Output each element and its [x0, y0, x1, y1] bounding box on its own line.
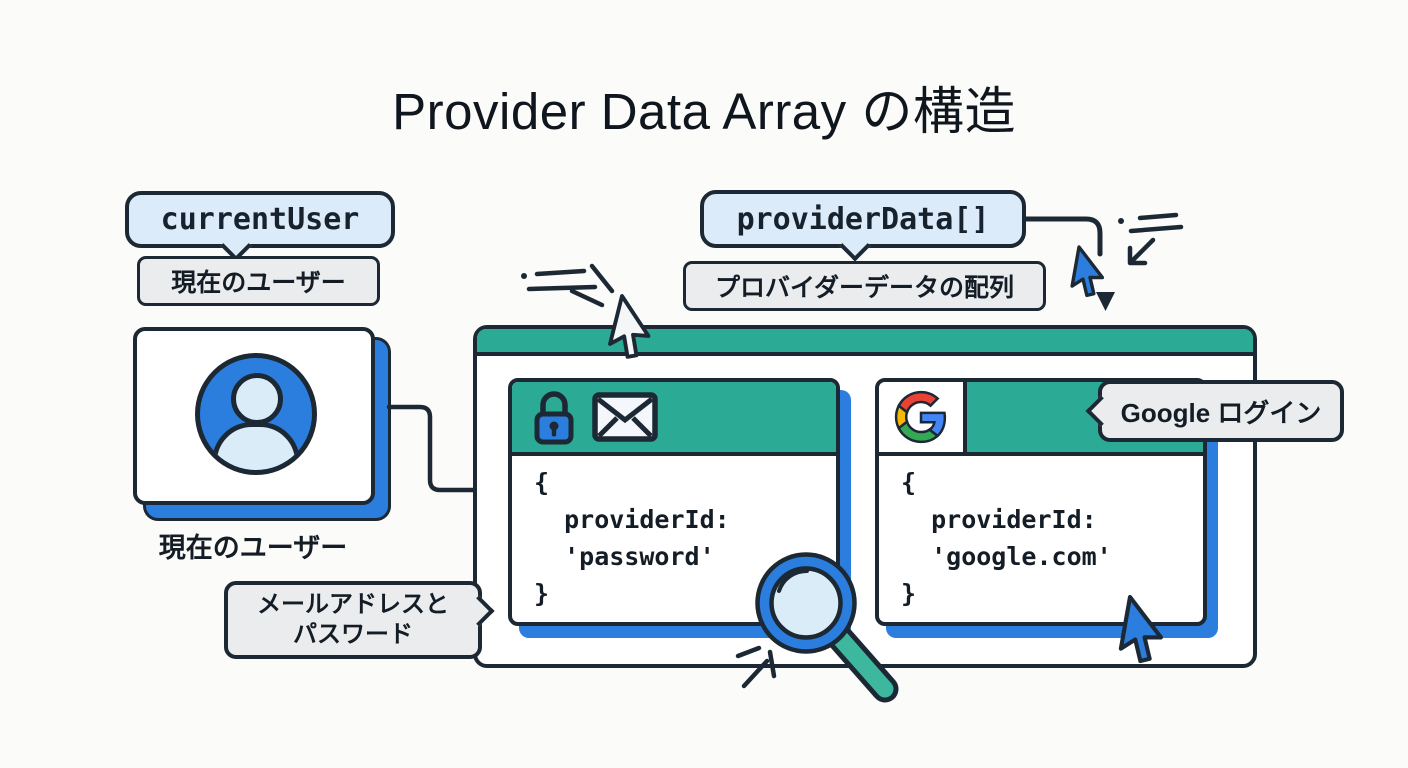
providerdata-jp-box: プロバイダーデータの配列 — [683, 261, 1046, 311]
user-avatar-icon — [195, 353, 317, 475]
google-logo-tile — [879, 382, 967, 452]
currentuser-label-bubble: currentUser — [125, 191, 395, 262]
google-provider-code: { providerId: 'google.com' } — [901, 468, 1112, 608]
email-bubble-line2: パスワード — [293, 621, 413, 648]
avatar-head — [231, 373, 283, 425]
providerdata-label: providerData[] — [736, 201, 990, 237]
google-logo-icon — [894, 390, 947, 444]
click-burst-icon — [569, 263, 615, 308]
cursor-arrow-icon — [1070, 245, 1105, 298]
diagonal-arrow-icon — [1127, 237, 1156, 266]
providerdata-label-bubble: providerData[] — [700, 190, 1026, 262]
currentuser-label: currentUser — [160, 202, 360, 237]
currentuser-jp-box: 現在のユーザー — [137, 256, 380, 306]
current-user-caption: 現在のユーザー — [158, 533, 348, 563]
container-header-bar — [477, 329, 1253, 356]
password-card-header — [512, 382, 836, 456]
connector-avatar-container — [386, 404, 476, 493]
envelope-icon — [592, 392, 658, 442]
avatar-body — [212, 422, 300, 470]
currentuser-jp-label: 現在のユーザー — [171, 269, 346, 297]
page-title: Provider Data Array の構造 — [392, 83, 1016, 140]
current-user-card — [133, 327, 375, 505]
google-login-label: Google ログイン — [1120, 397, 1322, 428]
speed-lines-icon — [521, 268, 598, 292]
google-login-bubble: Google ログイン — [1085, 380, 1344, 442]
speed-lines-icon — [1118, 212, 1184, 234]
password-provider-code: { providerId: 'password' } — [534, 468, 730, 608]
email-password-bubble: メールアドレスと パスワード — [224, 581, 495, 659]
providerdata-jp-label: プロバイダーデータの配列 — [714, 274, 1014, 302]
connector-providerdata-cursor — [1023, 216, 1103, 257]
email-bubble-line1: メールアドレスと — [257, 591, 449, 618]
lock-icon — [534, 391, 574, 445]
provider-card-password: { providerId: 'password' } — [508, 378, 840, 626]
down-arrow-icon — [1096, 292, 1115, 311]
